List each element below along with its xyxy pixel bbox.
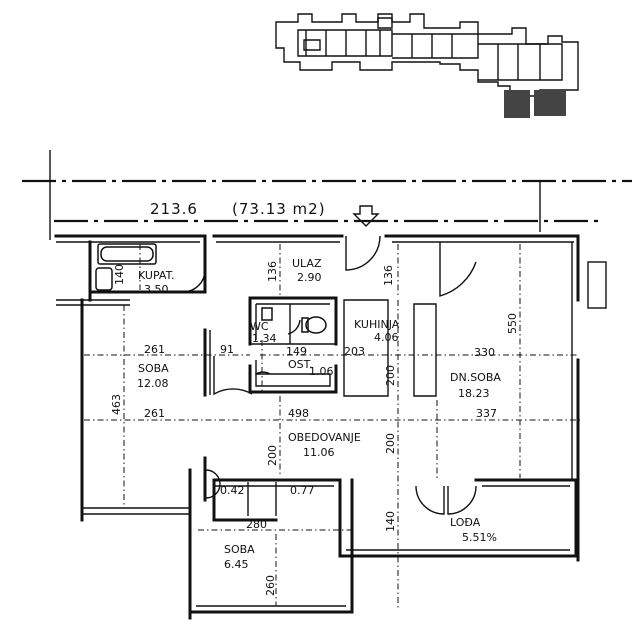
room-bottom-name: SOBA [224,543,255,556]
dim-wc-w: 149 [286,345,307,358]
bath-area: 3.50 [144,283,169,296]
entrance-arrow-icon [352,205,380,227]
dim-kitchen-h: 200 [384,365,397,386]
dim-living-w: 330 [474,346,495,359]
dim-bottom-w: 280 [246,518,267,531]
dim-kitchen-w: 203 [344,345,365,358]
dim-entry-h2: 136 [382,265,395,286]
room-bottom-area: 6.45 [224,558,249,571]
sink-icon [95,267,113,291]
toilet-icon [301,316,327,334]
dim-room-w-bottom: 261 [144,407,165,420]
entry-area: 2.90 [297,271,322,284]
wc-area: 1.34 [252,332,277,345]
keyplan-icon [275,13,579,118]
wc-basin-icon [261,307,273,321]
dim-dining-w: 498 [288,407,309,420]
dim-bath-w: 140 [113,264,126,285]
dining-name: OBEDOVANJE [288,431,361,444]
closet-b-area: 0.77 [290,484,315,497]
closet-a-area: 0.42 [220,484,245,497]
apartment-number: 213.6 [150,200,198,218]
dim-living-w2: 337 [476,407,497,420]
living-area: 18.23 [458,387,490,400]
room-left-area: 12.08 [137,377,169,390]
dim-room-h: 463 [110,394,123,415]
storage-name: OST. [288,358,313,371]
dim-dining-h-left: 200 [266,445,279,466]
wc-name: WC [250,320,269,333]
dim-living-h: 550 [506,313,519,334]
bath-name: KUPAT. [138,269,174,282]
dim-room-w-top: 261 [144,343,165,356]
kitchen-name: KUHINJA [354,318,400,331]
dim-dining-h-right: 200 [384,433,397,454]
bathtub-icon [97,243,157,265]
dim-loggia-h: 140 [384,511,397,532]
living-name: DN.SOBA [450,371,501,384]
entry-name: ULAZ [292,257,322,270]
dim-entry-h: 136 [266,261,279,282]
doors [182,235,477,515]
room-left-name: SOBA [138,362,169,375]
dim-door-91: 91 [220,343,234,356]
dining-area: 11.06 [303,446,335,459]
walls [54,234,607,620]
loggia-name: LOĐA [450,516,481,529]
dimension-lines [84,244,580,610]
apartment-area: (73.13 m2) [232,200,326,218]
storage-area: 1.06 [309,365,334,378]
loggia-area: 5.51% [462,531,497,544]
dim-bottom-h: 260 [264,575,277,596]
kitchen-area: 4.06 [374,331,399,344]
